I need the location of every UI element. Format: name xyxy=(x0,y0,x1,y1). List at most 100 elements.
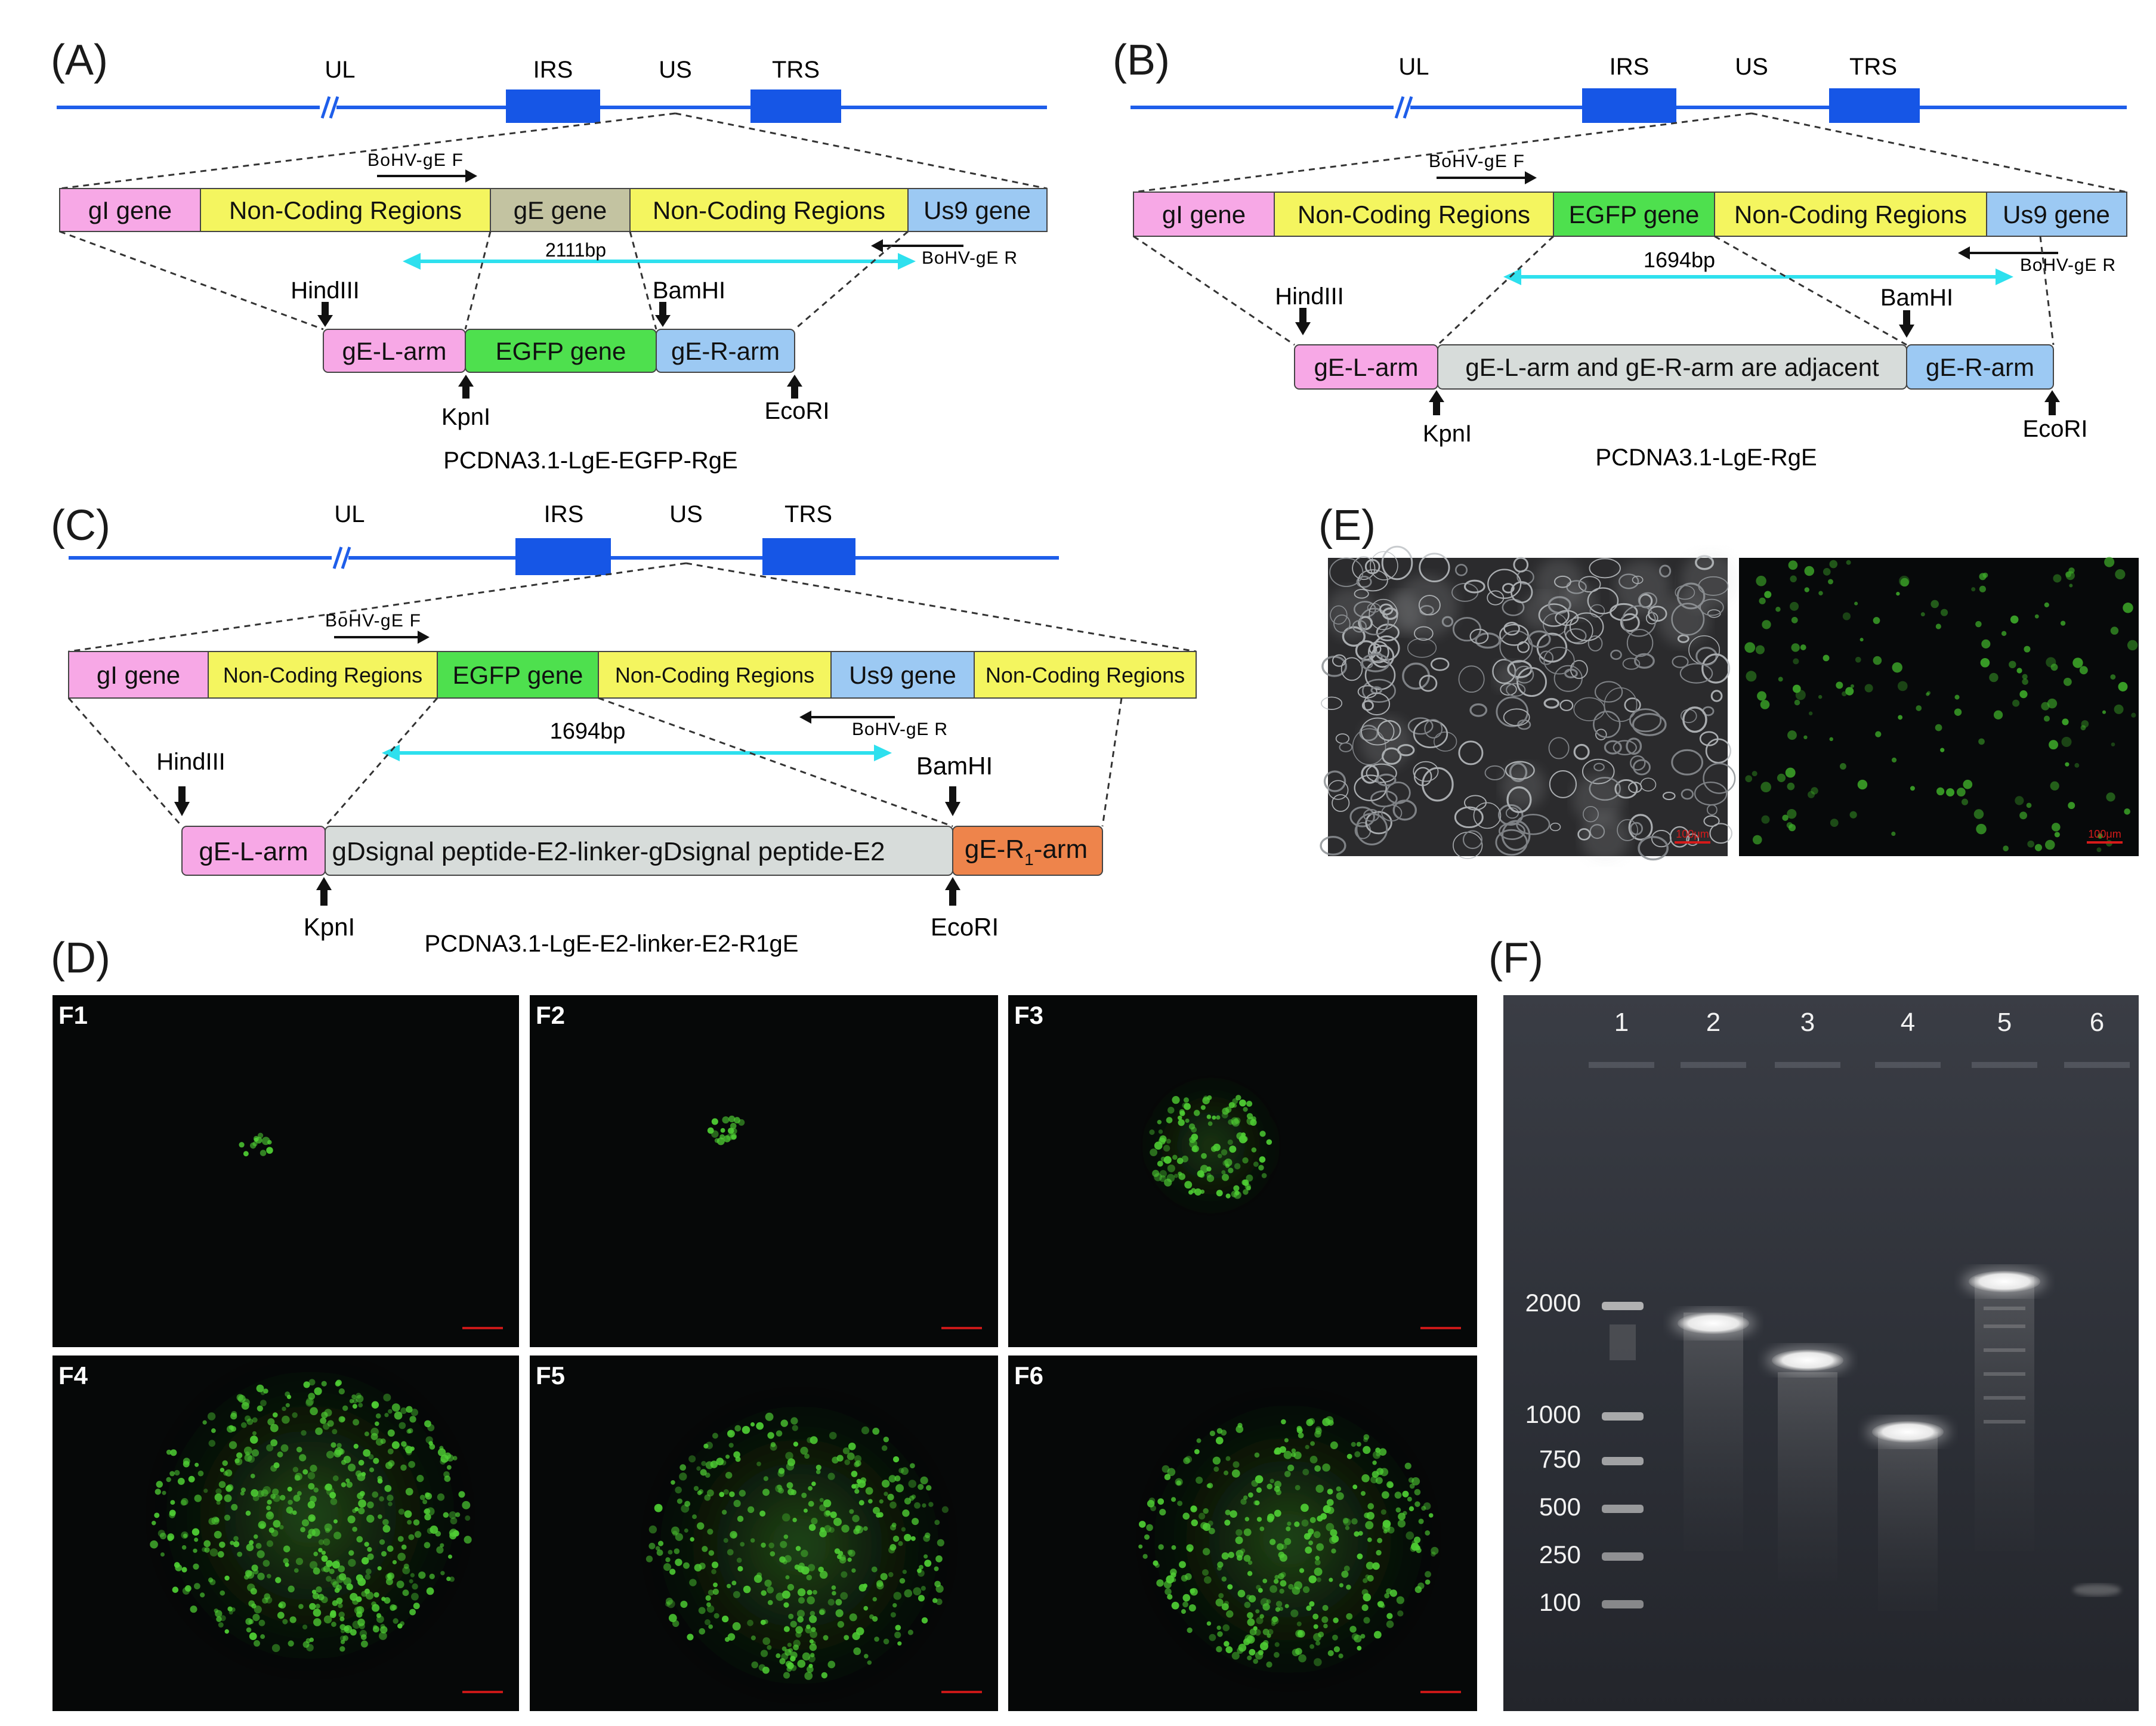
cell xyxy=(1703,815,1720,827)
fluorescent-cell xyxy=(793,1644,799,1651)
fluorescent-cell xyxy=(1752,771,1757,777)
fluorescent-cell xyxy=(217,1551,224,1558)
fluorescent-cell xyxy=(711,1130,719,1138)
fluorescent-cell xyxy=(863,1605,869,1611)
fluorescent-cell xyxy=(923,1534,931,1542)
fluorescent-cell xyxy=(1414,1536,1421,1543)
fluorescent-cell xyxy=(883,1437,889,1443)
fluorescent-cell xyxy=(1235,1095,1241,1101)
fluorescent-cell xyxy=(1846,560,1851,565)
fluorescent-cell xyxy=(1269,1585,1278,1593)
gene-label: Non-Coding Regions xyxy=(653,196,885,224)
fluorescent-cell xyxy=(1226,1610,1234,1618)
fluorescent-cell xyxy=(1407,1496,1412,1502)
fluorescent-cell xyxy=(787,1458,795,1466)
fluorescent-cell xyxy=(1956,788,1966,796)
fluorescent-cell xyxy=(1976,823,1987,835)
fluorescent-cell xyxy=(723,1135,731,1143)
fluorescent-cell xyxy=(340,1639,345,1644)
fluorescent-cell xyxy=(733,1591,740,1598)
fluorescent-cell xyxy=(918,1595,925,1602)
fluorescent-cell xyxy=(1280,1580,1287,1587)
fluorescent-cell xyxy=(872,1597,877,1602)
fluorescent-cell xyxy=(1188,1123,1196,1130)
fluorescent-cell xyxy=(1251,1480,1259,1487)
fluorescent-cell xyxy=(1271,1621,1276,1626)
fluorescent-cell xyxy=(398,1508,405,1515)
fluorescent-cell xyxy=(1788,560,1798,570)
fluorescent-cell xyxy=(283,1558,289,1564)
fluorescent-cell xyxy=(2015,796,2024,805)
fluorescent-cell xyxy=(280,1495,286,1501)
fluorescent-cell xyxy=(191,1528,200,1536)
fluorescent-cell xyxy=(261,1489,268,1497)
fluorescent-cell xyxy=(1425,1530,1431,1536)
cell xyxy=(1487,590,1505,606)
fluorescent-cell xyxy=(1792,684,1801,693)
fluorescent-cell xyxy=(1790,575,1797,583)
fluorescent-cell xyxy=(904,1497,912,1505)
fluorescent-cell xyxy=(1295,1648,1302,1655)
fluorescent-cell xyxy=(795,1626,804,1634)
cell xyxy=(1498,822,1525,840)
fluorescent-cell xyxy=(2001,631,2007,637)
fluorescent-cell xyxy=(863,1526,868,1531)
fluorescent-cell xyxy=(795,1546,801,1551)
site-label: HindIII xyxy=(291,277,360,304)
fluorescent-cell xyxy=(726,1133,734,1141)
fluorescent-cell xyxy=(208,1517,216,1526)
fluorescent-cell xyxy=(335,1381,341,1387)
fluorescent-cell xyxy=(880,1573,888,1580)
fluorescent-cell xyxy=(384,1484,392,1492)
fluorescent-cell xyxy=(1231,1117,1239,1125)
fluorescent-cell xyxy=(874,1637,879,1642)
fluorescent-cell xyxy=(1224,1641,1230,1647)
fluorescent-cell xyxy=(333,1519,338,1524)
fluorescent-cell xyxy=(299,1454,307,1462)
fluorescent-cell xyxy=(783,1672,790,1679)
fluorescent-cell xyxy=(309,1637,314,1642)
fluorescent-cell xyxy=(365,1591,374,1600)
fluorescent-cell xyxy=(1394,1492,1402,1499)
cell xyxy=(1543,647,1575,675)
cell xyxy=(1604,740,1622,755)
fluorescent-cell xyxy=(293,1495,301,1502)
fluorescent-cell xyxy=(202,1420,207,1425)
fluorescent-cell xyxy=(1206,1621,1212,1626)
fluorescent-cell xyxy=(798,1597,805,1604)
fluorescent-cell xyxy=(655,1546,660,1551)
irs-box xyxy=(515,538,611,575)
fluorescent-cell xyxy=(813,1590,817,1595)
fluorescent-cell xyxy=(1898,715,1903,720)
ul-label: UL xyxy=(325,57,355,83)
fluorescent-cell xyxy=(784,1555,792,1563)
fluorescent-cell xyxy=(309,1603,316,1610)
fluorescent-cell xyxy=(391,1441,400,1449)
fluorescent-cell xyxy=(768,1542,775,1549)
fluorescent-cell xyxy=(424,1542,431,1549)
fluorescent-cell xyxy=(382,1519,389,1526)
fluorescent-cell xyxy=(860,1477,867,1484)
fluorescent-cell xyxy=(312,1592,320,1600)
fluorescent-cell xyxy=(237,1551,243,1557)
fluorescent-cell xyxy=(1173,1174,1178,1178)
fluorescent-cell xyxy=(684,1528,688,1533)
cell xyxy=(1638,836,1669,861)
fluorescent-cell xyxy=(1274,1574,1279,1580)
fluorescent-cell xyxy=(230,1413,237,1420)
fluorescent-cell xyxy=(1271,1616,1278,1623)
fluorescent-cell xyxy=(295,1558,304,1566)
fluorescent-cell xyxy=(1221,1576,1227,1582)
fluorescent-cell xyxy=(342,1635,348,1641)
fluorescent-cell xyxy=(356,1392,362,1399)
fluorescent-cell xyxy=(384,1413,389,1418)
fluorescent-cell xyxy=(1808,791,1815,798)
fluorescent-cell xyxy=(830,1511,837,1518)
cell-cluster xyxy=(1681,551,1740,611)
fluorescent-cell xyxy=(1935,724,1942,731)
fluorescent-cell xyxy=(227,1425,234,1433)
fluorescent-cell xyxy=(228,1441,237,1449)
fluorescent-cell xyxy=(1376,1452,1380,1457)
fluorescent-cell xyxy=(2009,660,2016,669)
fluorescent-cell xyxy=(203,1540,211,1548)
